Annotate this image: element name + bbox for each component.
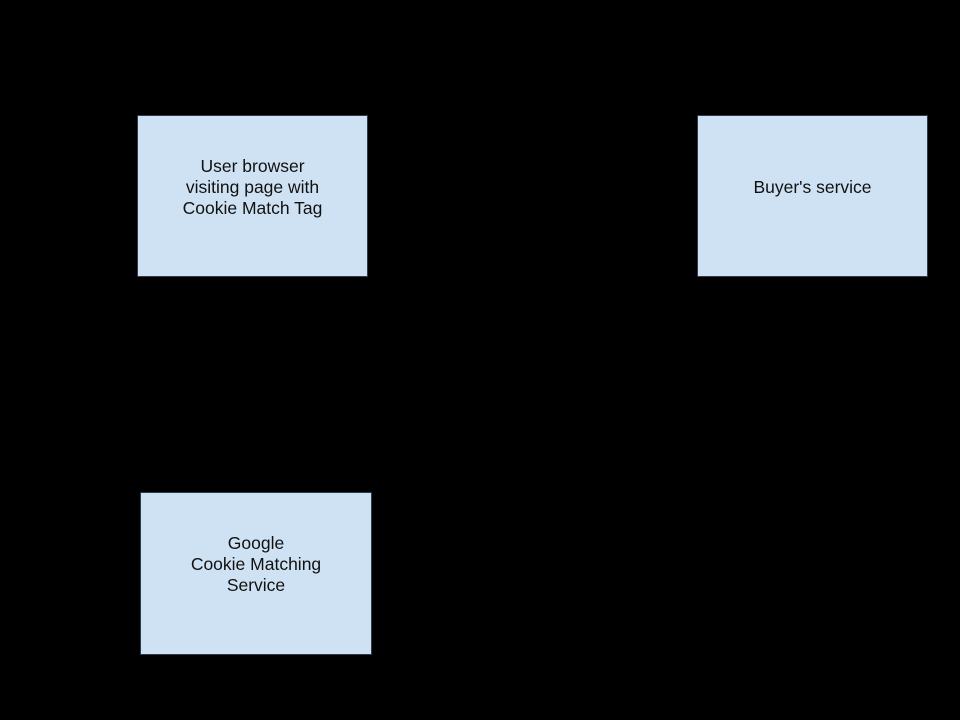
node-label-line: Google [227, 533, 285, 553]
node-label-line: Cookie Match Tag [182, 197, 323, 218]
node-label-line: Service [226, 575, 286, 595]
node-label-line: User browser [200, 155, 305, 176]
node-label-line: Buyer's service [753, 176, 872, 197]
node-buyers-service-label: Buyer's service [698, 177, 927, 198]
node-google-cookie-matching-service: Google Cookie Matching Service [140, 492, 372, 655]
node-user-browser-label: User browser visiting page with Cookie M… [138, 156, 367, 219]
node-label-line: Cookie Matching [190, 554, 322, 574]
node-label-line: visiting page with [185, 176, 320, 197]
node-user-browser: User browser visiting page with Cookie M… [137, 115, 368, 277]
node-buyers-service: Buyer's service [697, 115, 928, 277]
node-google-cookie-matching-service-label: Google Cookie Matching Service [141, 533, 371, 596]
